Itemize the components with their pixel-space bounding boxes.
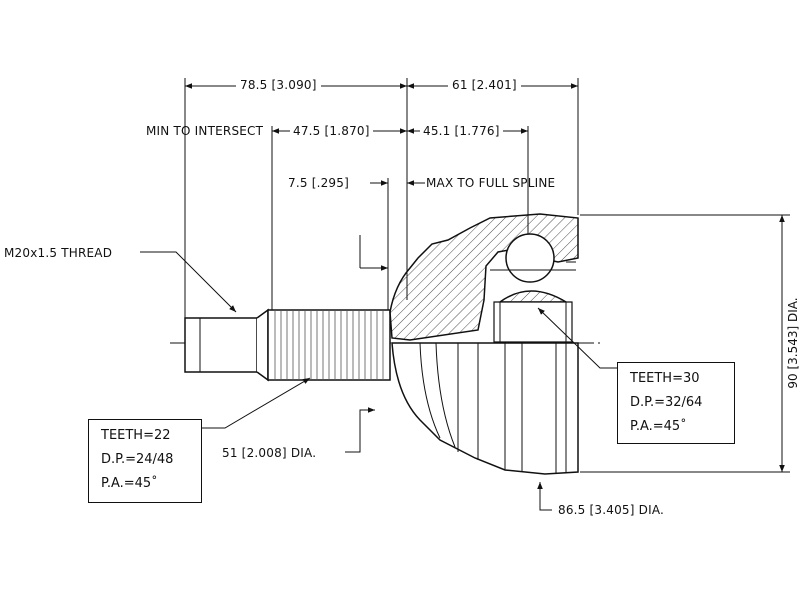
leader-spline-spec bbox=[200, 378, 310, 428]
thread-label: M20x1.5 THREAD bbox=[4, 246, 113, 260]
dim-overall-right: 61 [2.401] bbox=[448, 78, 521, 92]
base-dia-label: 86.5 [3.405] DIA. bbox=[558, 503, 665, 517]
outer-dia-label: 90 [3.543] DIA. bbox=[786, 288, 800, 398]
inner-spline-teeth: TEETH=30 bbox=[630, 371, 700, 386]
inner-race bbox=[500, 291, 566, 302]
dim-min-to-intersect-label: MIN TO INTERSECT bbox=[146, 124, 264, 138]
dim-max-to-full-spline: MAX TO FULL SPLINE bbox=[426, 176, 556, 190]
dim-overall-left: 78.5 [3.090] bbox=[236, 78, 321, 92]
housing-contour-lines bbox=[420, 343, 566, 473]
housing-outer bbox=[392, 343, 578, 474]
shaft-dia-label: 51 [2.008] DIA. bbox=[222, 446, 317, 460]
dim-joint-offset: 45.1 [1.776] bbox=[420, 124, 503, 138]
dim-spline-offset: 7.5 [.295] bbox=[288, 176, 349, 190]
leader-shaft-dia bbox=[345, 407, 375, 452]
shaft-spline-teeth: TEETH=22 bbox=[101, 428, 171, 443]
leader-base-dia bbox=[537, 482, 552, 510]
inner-spline-pa: P.A.=45˚ bbox=[630, 419, 687, 434]
dim-min-to-intersect: 47.5 [1.870] bbox=[290, 124, 373, 138]
spec-box-shaft-spline: TEETH=22 D.P.=24/48 P.A.=45˚ bbox=[88, 419, 202, 503]
spline-teeth bbox=[275, 310, 383, 380]
leader-thread bbox=[140, 252, 236, 312]
inner-spline-dp: D.P.=32/64 bbox=[630, 395, 703, 410]
thread-end bbox=[185, 318, 257, 372]
shaft-spline-pa: P.A.=45˚ bbox=[101, 476, 158, 491]
leader-inner-spec bbox=[538, 308, 618, 368]
shaft-spline-dp: D.P.=24/48 bbox=[101, 452, 174, 467]
ball bbox=[506, 234, 554, 282]
spec-box-inner-spline: TEETH=30 D.P.=32/64 P.A.=45˚ bbox=[617, 362, 735, 444]
